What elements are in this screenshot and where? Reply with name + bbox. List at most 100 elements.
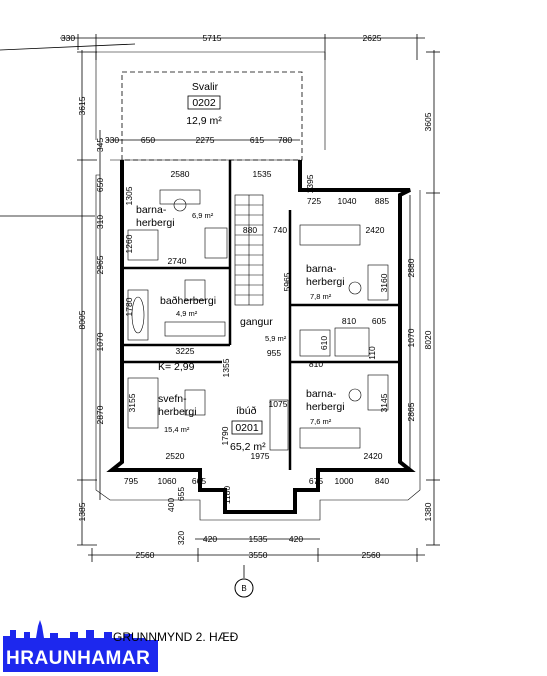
kids-room-nw-name2: herbergi bbox=[136, 217, 175, 229]
dim-int-740: 740 bbox=[273, 225, 287, 235]
dim-int-675: 675 bbox=[309, 476, 323, 486]
dim-int-3145: 3145 bbox=[379, 393, 389, 412]
dim-int-1040: 1040 bbox=[338, 196, 357, 206]
dim-int-1395: 1395 bbox=[305, 174, 315, 193]
dim-bottom-inner-420-right: 420 bbox=[289, 534, 303, 544]
dim-left-inner-2965: 2965 bbox=[95, 255, 105, 274]
dim-bottom-3550: 3550 bbox=[249, 550, 268, 560]
furniture bbox=[127, 189, 389, 451]
apartment-number: 0201 bbox=[235, 422, 259, 434]
bedroom-area: 15,4 m² bbox=[164, 425, 190, 434]
apartment-area: 65,2 m² bbox=[230, 441, 266, 453]
dim-int-2420-b: 2420 bbox=[364, 451, 383, 461]
ceiling-height: K= 2,99 bbox=[158, 361, 195, 373]
logo-banner bbox=[3, 646, 158, 672]
dim-top-inner-780: 780 bbox=[278, 135, 292, 145]
dim-int-1180: 1180 bbox=[222, 486, 232, 505]
dim-bottom-2560-right: 2560 bbox=[362, 550, 381, 560]
kids-room-ne-area: 7,8 m² bbox=[310, 292, 332, 301]
interior-dimensions: 2580 1535 1395 725 1040 885 1305 1260 88… bbox=[124, 169, 389, 504]
dim-int-5965: 5965 bbox=[282, 272, 292, 291]
balcony-number-box bbox=[187, 95, 221, 110]
top-inner-dimension-chain: 330 650 2275 615 780 bbox=[105, 135, 300, 145]
dim-top-inner-2275: 2275 bbox=[196, 135, 215, 145]
hallway-area: 5,9 m² bbox=[265, 334, 287, 343]
dim-left-inner-655: 655 bbox=[176, 487, 186, 501]
right-dimension-chain: 3605 8020 1380 2880 1070 2865 bbox=[406, 50, 440, 546]
dim-left-inner-320: 320 bbox=[176, 531, 186, 545]
hallway-name: gangur bbox=[240, 316, 273, 328]
dim-right-3605: 3605 bbox=[423, 112, 433, 131]
logo-skyline bbox=[3, 620, 158, 646]
dim-int-665: 665 bbox=[192, 476, 206, 486]
dim-left-inner-400: 400 bbox=[166, 498, 176, 512]
dim-left-1385: 1385 bbox=[77, 502, 87, 521]
dim-right-1380: 1380 bbox=[423, 502, 433, 521]
dim-int-2580: 2580 bbox=[171, 169, 190, 179]
dim-int-2740: 2740 bbox=[168, 256, 187, 266]
dim-right-8020: 8020 bbox=[423, 330, 433, 349]
dim-int-810: 810 bbox=[342, 316, 356, 326]
top-dimension-chain: 330 5715 2625 bbox=[0, 33, 425, 60]
staircase bbox=[234, 194, 264, 306]
dim-int-1075: 1075 bbox=[269, 399, 288, 409]
dim-int-840: 840 bbox=[375, 476, 389, 486]
room-labels: barna- herbergi 6,9 m² baðherbergi 4,9 m… bbox=[136, 204, 345, 453]
apartment-number-box bbox=[231, 420, 263, 435]
drawing-title: GRUNNMYND 2. HÆÐ bbox=[113, 630, 239, 644]
dim-int-605: 605 bbox=[372, 316, 386, 326]
dim-int-1975: 1975 bbox=[251, 451, 270, 461]
balcony-name: Svalir bbox=[192, 81, 219, 93]
dim-int-1000: 1000 bbox=[335, 476, 354, 486]
kids-room-nw-area: 6,9 m² bbox=[192, 211, 214, 220]
kids-room-nw-name1: barna- bbox=[136, 204, 167, 216]
dim-right-inner-2880: 2880 bbox=[406, 258, 416, 277]
dim-right-inner-1070: 1070 bbox=[406, 328, 416, 347]
dim-bottom-inner-1535: 1535 bbox=[249, 534, 268, 544]
dim-bottom-2560: 2560 bbox=[136, 550, 155, 560]
dim-int-3160: 3160 bbox=[379, 273, 389, 292]
bathroom-name: baðherbergi bbox=[160, 295, 216, 307]
bathroom-area: 4,9 m² bbox=[176, 309, 198, 318]
logo-text: HRAUNHAMAR bbox=[6, 648, 151, 669]
left-dimension-chain: 3615 8005 1385 345 650 310 2965 1070 287… bbox=[0, 50, 186, 546]
kids-room-se-area: 7,6 m² bbox=[310, 417, 332, 426]
dim-right-inner-2865: 2865 bbox=[406, 402, 416, 421]
balcony-number: 0202 bbox=[192, 97, 216, 109]
dim-int-810-b: 810 bbox=[309, 359, 323, 369]
bedroom-name1: svefn- bbox=[158, 393, 187, 405]
bottom-dimension-chain: 2560 3550 2560 420 1535 420 bbox=[88, 534, 425, 562]
dim-left-inner-650: 650 bbox=[95, 178, 105, 192]
dim-int-725: 725 bbox=[307, 196, 321, 206]
dim-left-inner-2870: 2870 bbox=[95, 405, 105, 424]
dim-int-885: 885 bbox=[375, 196, 389, 206]
dim-int-1260: 1260 bbox=[124, 234, 134, 253]
dim-bottom-inner-420: 420 bbox=[203, 534, 217, 544]
dim-int-2520: 2520 bbox=[166, 451, 185, 461]
dim-int-110: 110 bbox=[367, 346, 377, 360]
dim-top-inner-650: 650 bbox=[141, 135, 155, 145]
dim-int-1060: 1060 bbox=[158, 476, 177, 486]
dim-left-8005: 8005 bbox=[77, 310, 87, 329]
dim-top-inner-615: 615 bbox=[250, 135, 264, 145]
dim-int-1535: 1535 bbox=[253, 169, 272, 179]
bedroom-name2: herbergi bbox=[158, 406, 197, 418]
kids-room-se-name1: barna- bbox=[306, 388, 337, 400]
dim-left-inner-1070: 1070 bbox=[95, 332, 105, 351]
kids-room-se-name2: herbergi bbox=[306, 401, 345, 413]
dim-int-2420: 2420 bbox=[366, 225, 385, 235]
dim-int-1355: 1355 bbox=[221, 358, 231, 377]
balcony-area: 12,9 m² bbox=[186, 115, 222, 127]
section-marker: B bbox=[234, 565, 254, 598]
dim-top-5715: 5715 bbox=[203, 33, 222, 43]
dim-int-1305: 1305 bbox=[124, 186, 134, 205]
kids-room-ne-name2: herbergi bbox=[306, 276, 345, 288]
apartment-name: íbúð bbox=[236, 405, 257, 417]
dim-int-955: 955 bbox=[267, 348, 281, 358]
dim-left-3615: 3615 bbox=[77, 96, 87, 115]
dim-int-880: 880 bbox=[243, 225, 257, 235]
exterior-walls bbox=[95, 159, 421, 521]
dim-left-inner-310: 310 bbox=[95, 215, 105, 229]
section-marker-label: B bbox=[241, 584, 246, 593]
